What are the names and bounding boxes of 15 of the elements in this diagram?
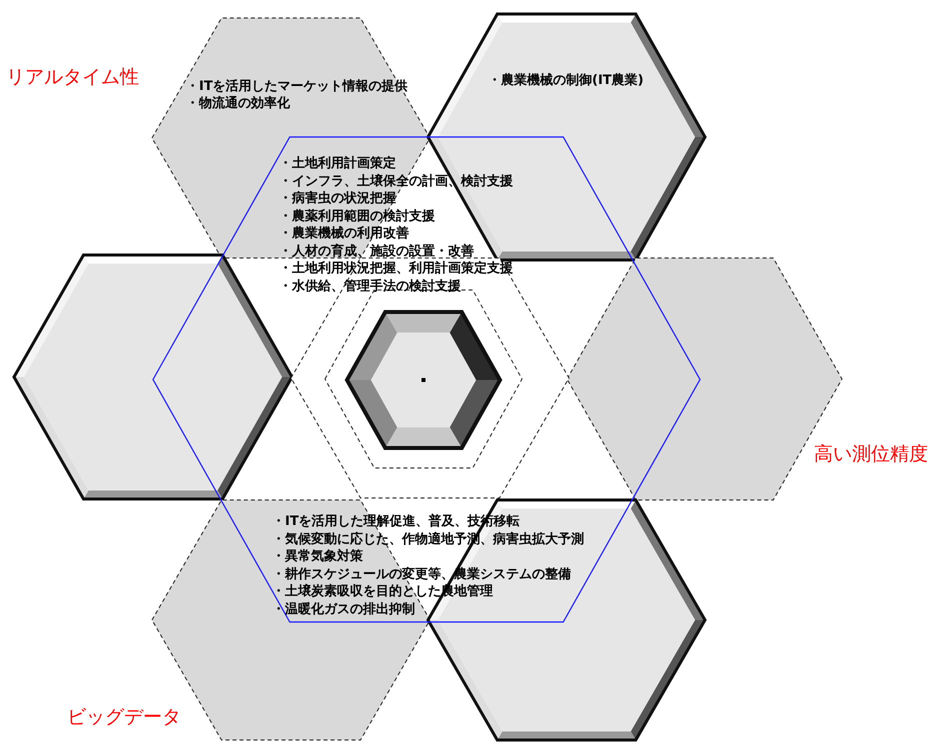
bullet-item: ・農業機械の制御(IT農業) [488,72,644,90]
bullet-item: ・ITを活用したマーケット情報の提供 [186,78,408,96]
bullet-item: ・病害虫の状況把握 [279,190,396,208]
bullet-item: ・土地利用状況把握、利用計画策定支援 [279,260,513,278]
category-label: リアルタイム性 [6,65,139,90]
bullet-item: ・異常気象対策 [272,548,363,566]
bullet-item: ・土地利用計画策定 [279,155,396,172]
bullet-item: ・物流通の効率化 [186,95,290,112]
category-label: 高い測位精度 [814,442,928,467]
bullet-item: ・農薬利用範囲の検討支援 [279,208,435,225]
bullet-item: ・温暖化ガスの排出抑制 [272,600,415,618]
bullet-item: ・人材の育成、施設の設置・改善 [279,242,474,260]
category-label: ビッグデータ [67,705,181,730]
bullet-item: ・インフラ、土壌保全の計画、検討支援 [279,172,513,190]
bullet-item: ・農業機械の利用改善 [279,225,409,242]
